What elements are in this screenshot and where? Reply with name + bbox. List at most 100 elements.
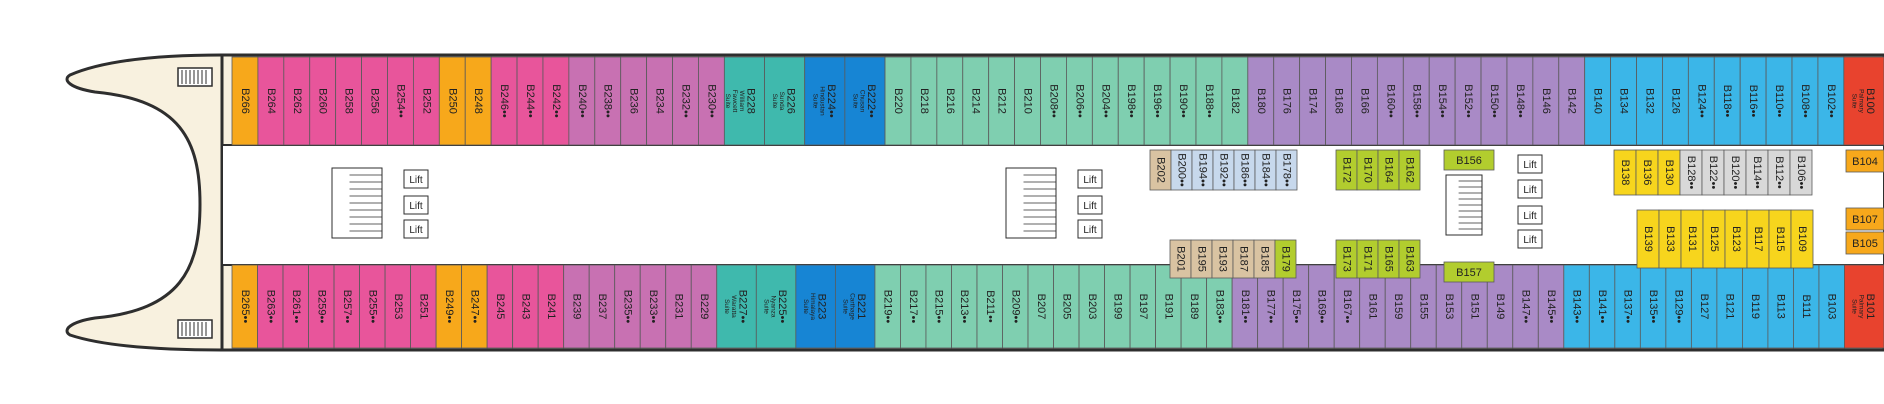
cabin-bottom[interactable]: B217••	[900, 264, 927, 349]
cabin-inner[interactable]: B173	[1335, 239, 1358, 279]
cabin-top[interactable]: B246••	[490, 56, 518, 146]
cabin-top[interactable]: B116••	[1739, 56, 1767, 146]
cabin-top[interactable]: B168	[1325, 56, 1352, 146]
cabin-bottom[interactable]: B129••	[1665, 264, 1692, 349]
cabin-top[interactable]: B176	[1273, 56, 1301, 146]
cabin-top[interactable]: B258	[335, 56, 362, 146]
cabin-bottom[interactable]: B191	[1155, 264, 1182, 349]
cabin-inner[interactable]: B120••	[1723, 149, 1747, 196]
cabin-bottom[interactable]: B169••	[1308, 264, 1335, 349]
cabin-inner[interactable]: B163	[1398, 239, 1421, 279]
cabin-inner[interactable]: B195	[1190, 239, 1213, 279]
cabin-inner[interactable]: B115	[1768, 209, 1792, 269]
cabin-inner[interactable]: B193	[1211, 239, 1234, 279]
cabin-top[interactable]: B260	[309, 56, 337, 146]
cabin-top[interactable]: B216	[936, 56, 964, 146]
cabin-bottom[interactable]: B141••	[1588, 264, 1616, 349]
cabin-side[interactable]: B105	[1845, 231, 1884, 255]
cabin-bottom[interactable]: B249••	[435, 264, 463, 349]
cabin-bottom[interactable]: B137••	[1614, 264, 1641, 349]
cabin-top[interactable]: B152••	[1454, 56, 1482, 146]
cabin-bottom[interactable]: B265••	[231, 264, 258, 349]
cabin-inner[interactable]: B200••	[1170, 149, 1193, 191]
cabin-bottom[interactable]: B235••	[614, 264, 641, 349]
cabin-top[interactable]: B142	[1558, 56, 1586, 146]
cabin-bottom[interactable]: B119	[1742, 264, 1769, 349]
cabin-top[interactable]: B208••	[1040, 56, 1067, 146]
cabin-top[interactable]: B146	[1532, 56, 1560, 146]
cabin-top[interactable]: B250	[438, 56, 466, 146]
cabin-top[interactable]: B174	[1299, 56, 1326, 146]
cabin-bottom[interactable]: B229	[690, 264, 718, 349]
cabin-bottom[interactable]: B251	[410, 264, 437, 349]
cabin-top[interactable]: B134	[1610, 56, 1637, 146]
cabin-top[interactable]: B266	[231, 56, 259, 146]
cabin-top[interactable]: B180	[1247, 56, 1275, 146]
cabin-inner[interactable]: B202	[1149, 149, 1172, 191]
cabin-inner[interactable]: B164	[1377, 149, 1400, 191]
cabin-inner[interactable]: B171	[1356, 239, 1379, 279]
cabin-side[interactable]: B107	[1845, 207, 1884, 231]
cabin-top[interactable]: B212	[988, 56, 1015, 146]
cabin-top[interactable]: B256	[361, 56, 388, 146]
cabin-bottom[interactable]: B257••	[333, 264, 360, 349]
cabin-inner[interactable]: B125	[1702, 209, 1726, 269]
cabin-top[interactable]: B108••	[1791, 56, 1819, 146]
cabin-bottom[interactable]: B241	[537, 264, 565, 349]
cabin-bottom[interactable]: B145••	[1537, 264, 1565, 349]
cabin-bottom[interactable]: B213••	[951, 264, 978, 349]
cabin-bottom[interactable]: B175••	[1282, 264, 1310, 349]
cabin-inner[interactable]: B157	[1443, 261, 1495, 283]
cabin-top[interactable]: B262	[283, 56, 311, 146]
cabin-bottom[interactable]: B233••	[639, 264, 667, 349]
cabin-bottom[interactable]: B127	[1690, 264, 1718, 349]
cabin-bottom[interactable]: B103	[1818, 264, 1845, 349]
cabin-top[interactable]: B242••	[542, 56, 570, 146]
cabin-bottom[interactable]: B143••	[1563, 264, 1590, 349]
cabin-bottom[interactable]: B113	[1767, 264, 1794, 349]
cabin-inner[interactable]: B178••	[1275, 149, 1298, 191]
cabin-inner[interactable]: B131	[1680, 209, 1704, 269]
cabin-top[interactable]: B158••	[1402, 56, 1430, 146]
cabin-inner[interactable]: B156	[1443, 149, 1495, 171]
cabin-top[interactable]: B218	[910, 56, 938, 146]
cabin-top[interactable]: B238••	[594, 56, 622, 146]
cabin-bottom[interactable]: B243	[512, 264, 539, 349]
cabin-bottom[interactable]: B155	[1410, 264, 1437, 349]
cabin-top[interactable]: B132	[1636, 56, 1663, 146]
cabin-inner[interactable]: B201	[1169, 239, 1192, 279]
cabin-bottom[interactable]: B205	[1053, 264, 1080, 349]
cabin-bottom[interactable]: B199	[1104, 264, 1131, 349]
cabin-bottom[interactable]: B219••	[874, 264, 901, 349]
cabin-bottom[interactable]: B135••	[1639, 264, 1667, 349]
cabin-top[interactable]: B252	[412, 56, 440, 146]
cabin-inner[interactable]: B185	[1253, 239, 1276, 279]
cabin-top[interactable]: B264	[257, 56, 285, 146]
cabin-top[interactable]: B140	[1584, 56, 1612, 146]
cabin-top[interactable]: B110••	[1765, 56, 1793, 146]
cabin-top[interactable]: B240••	[568, 56, 596, 146]
cabin-bottom[interactable]: B255••	[359, 264, 386, 349]
cabin-top[interactable]: B126	[1662, 56, 1689, 146]
cabin-top[interactable]: B166	[1351, 56, 1378, 146]
cabin-bottom[interactable]: B149	[1486, 264, 1514, 349]
cabin-top[interactable]: B102••	[1817, 56, 1845, 146]
cabin-inner[interactable]: B187	[1232, 239, 1255, 279]
cabin-bottom[interactable]: B183••	[1206, 264, 1233, 349]
cabin-bottom[interactable]: B197	[1129, 264, 1156, 349]
cabin-inner[interactable]: B162	[1398, 149, 1421, 191]
cabin-top[interactable]: B198••	[1117, 56, 1145, 146]
cabin-top[interactable]: B148••	[1506, 56, 1534, 146]
cabin-top[interactable]: B214	[962, 56, 990, 146]
cabin-inner[interactable]: B184••	[1254, 149, 1277, 191]
cabin-inner[interactable]: B136	[1635, 149, 1659, 196]
cabin-bottom[interactable]: B263••	[257, 264, 284, 349]
